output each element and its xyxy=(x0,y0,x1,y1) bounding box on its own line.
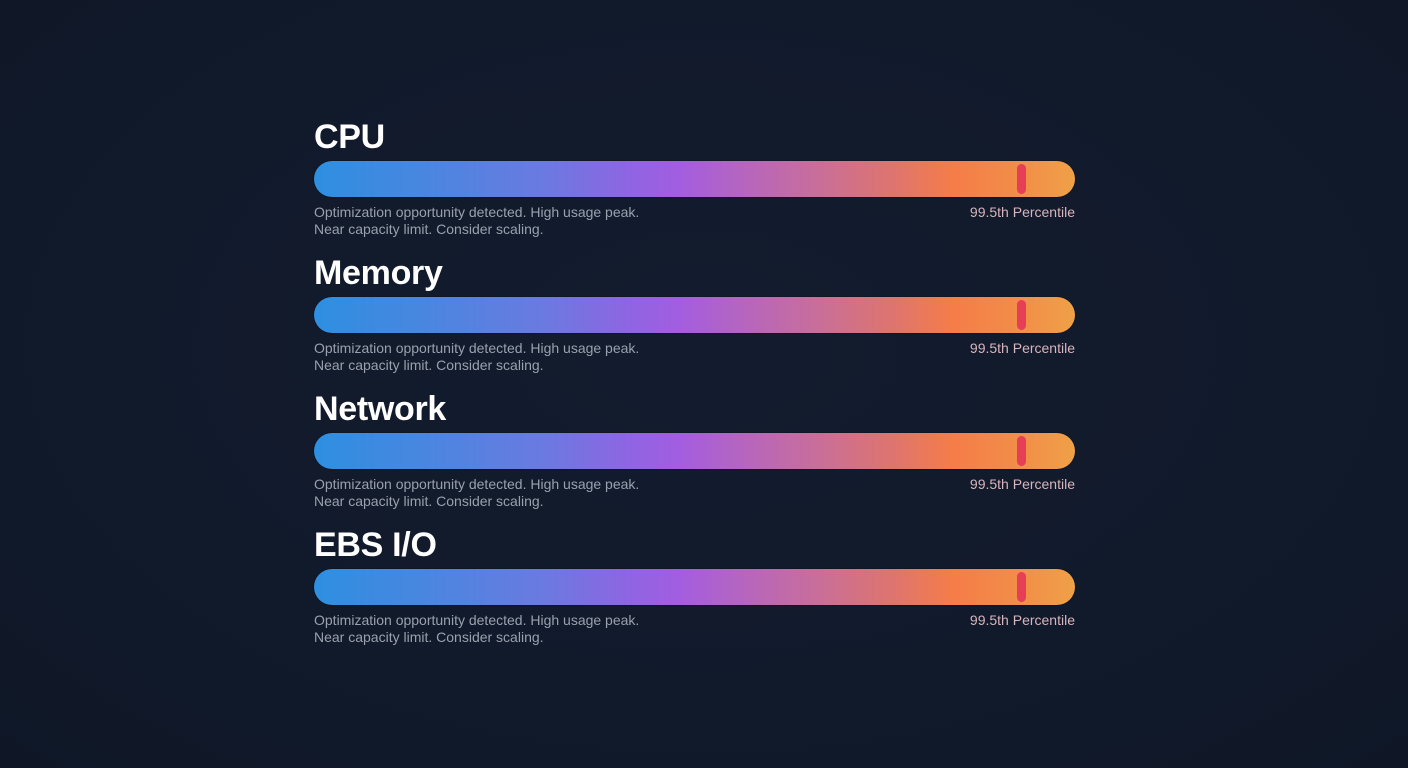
metric-description: Optimization opportunity detected. High … xyxy=(314,612,639,645)
percentile-label: 99.5th Percentile xyxy=(969,476,1075,492)
description-line: Near capacity limit. Consider scaling. xyxy=(314,628,544,645)
usage-gradient-bar xyxy=(314,569,1075,605)
metric-description: Optimization opportunity detected. High … xyxy=(314,204,639,237)
metric-cpu: CPU Optimization opportunity detected. H… xyxy=(314,119,1075,249)
usage-gradient-bar xyxy=(314,297,1075,333)
percentile-marker xyxy=(1017,164,1027,194)
description-line: Near capacity limit. Consider scaling. xyxy=(314,356,544,373)
metric-memory: Memory Optimization opportunity detected… xyxy=(314,255,1075,385)
usage-gradient-bar xyxy=(314,433,1075,469)
description-line: Optimization opportunity detected. High … xyxy=(314,340,640,356)
percentile-label: 99.5th Percentile xyxy=(969,612,1075,628)
metric-title: Network xyxy=(314,390,447,428)
metric-title: Memory xyxy=(314,254,443,292)
description-line: Near capacity limit. Consider scaling. xyxy=(314,492,544,509)
percentile-marker xyxy=(1017,572,1027,602)
percentile-label: 99.5th Percentile xyxy=(969,340,1075,356)
usage-gradient-bar xyxy=(314,161,1075,197)
percentile-marker xyxy=(1017,300,1027,330)
description-line: Optimization opportunity detected. High … xyxy=(314,476,640,492)
description-line: Optimization opportunity detected. High … xyxy=(314,204,640,220)
percentile-label: 99.5th Percentile xyxy=(969,204,1075,220)
percentile-marker xyxy=(1017,436,1027,466)
description-line: Optimization opportunity detected. High … xyxy=(314,612,640,628)
metric-ebs-io: EBS I/O Optimization opportunity detecte… xyxy=(314,527,1075,657)
description-line: Near capacity limit. Consider scaling. xyxy=(314,220,544,237)
metric-network: Network Optimization opportunity detecte… xyxy=(314,391,1075,521)
metric-title: CPU xyxy=(314,118,385,156)
metric-title: EBS I/O xyxy=(314,526,437,564)
metric-description: Optimization opportunity detected. High … xyxy=(314,476,639,509)
metric-description: Optimization opportunity detected. High … xyxy=(314,340,639,373)
